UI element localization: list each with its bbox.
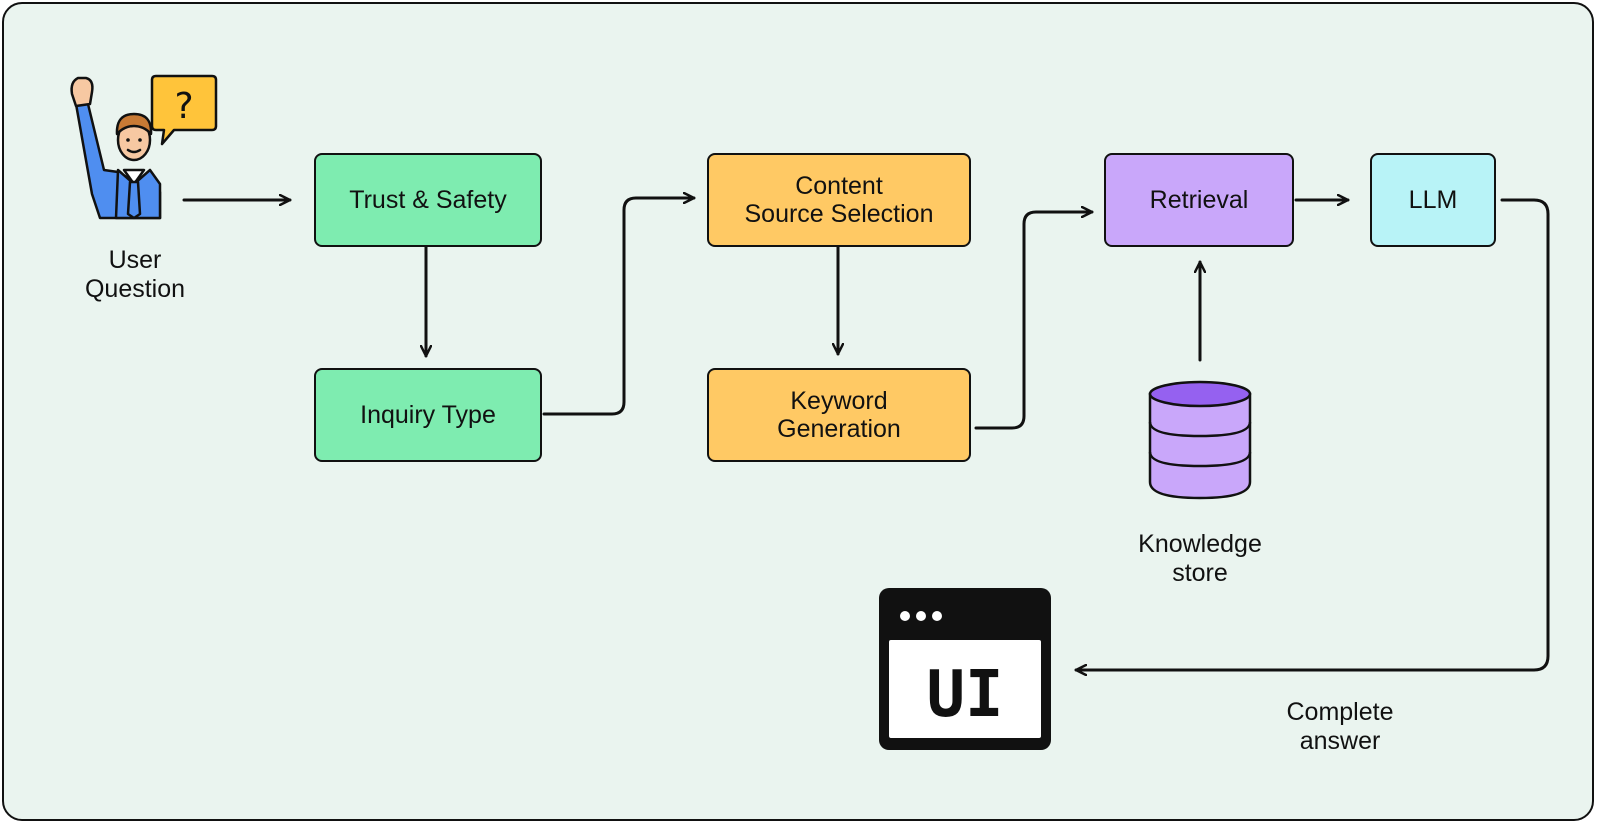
llm-node: LLM xyxy=(1370,153,1496,247)
database-icon xyxy=(1148,380,1252,500)
inquiry-type-label: Inquiry Type xyxy=(360,401,496,429)
content-source-selection-node: Content Source Selection xyxy=(707,153,971,247)
arrow-keyword-to-retrieval xyxy=(974,212,1094,430)
arrow-inquiry-to-content xyxy=(542,198,696,416)
keyword-generation-label-line2: Generation xyxy=(777,415,901,443)
question-mark-icon: ? xyxy=(174,86,193,127)
trust-safety-label: Trust & Safety xyxy=(349,186,507,214)
arrow-llm-to-ui xyxy=(1074,198,1550,670)
ui-window-icon: UI xyxy=(879,588,1051,750)
user-question-label: User Question xyxy=(84,246,186,303)
retrieval-node: Retrieval xyxy=(1104,153,1294,247)
llm-label: LLM xyxy=(1408,186,1458,214)
knowledge-store-label: Knowledge store xyxy=(1138,530,1262,587)
keyword-generation-node: Keyword Generation xyxy=(707,368,971,462)
ui-text: UI xyxy=(926,658,1003,732)
complete-answer-label: Complete answer xyxy=(1286,698,1394,755)
content-source-label-line1: Content xyxy=(795,172,883,200)
retrieval-label: Retrieval xyxy=(1149,186,1249,214)
keyword-generation-label-line1: Keyword xyxy=(790,387,888,415)
trust-safety-node: Trust & Safety xyxy=(314,153,542,247)
inquiry-type-node: Inquiry Type xyxy=(314,368,542,462)
user-question-icon: ? xyxy=(70,74,218,220)
content-source-label-line2: Source Selection xyxy=(744,200,934,228)
